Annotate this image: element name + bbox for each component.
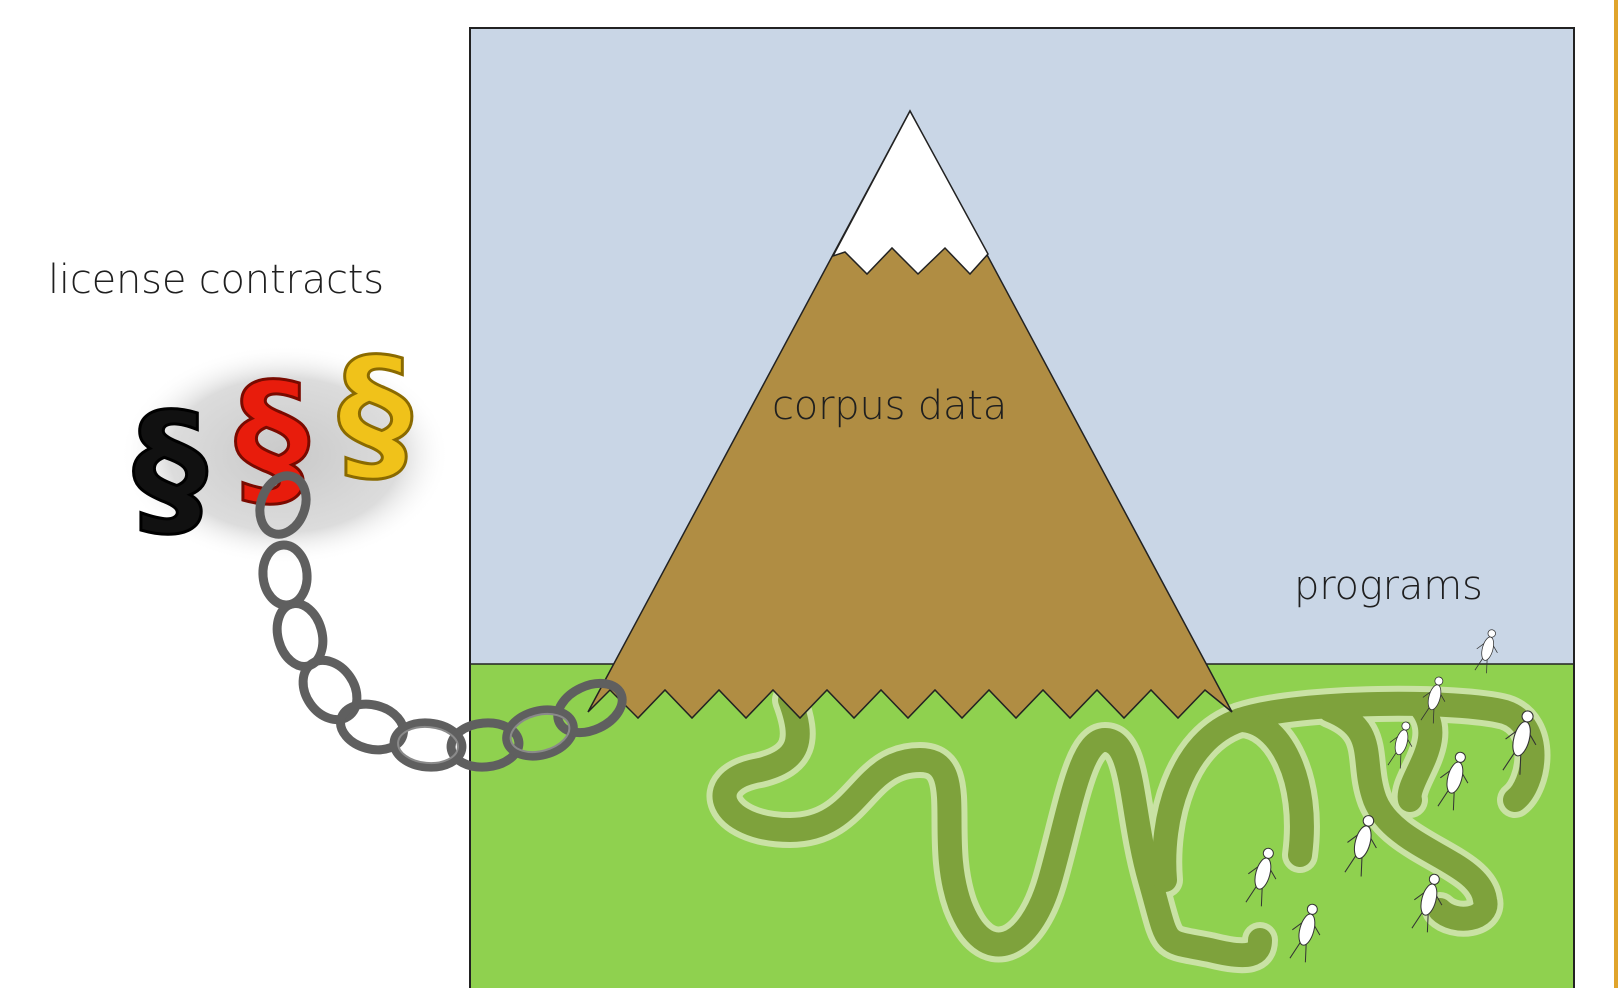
snow-cap — [831, 109, 989, 276]
person-icon — [1420, 676, 1446, 724]
corpus-data-label: corpus data — [772, 383, 1008, 429]
person-icon — [1344, 815, 1377, 877]
person-icon — [1437, 751, 1469, 811]
chain-icon — [255, 471, 627, 772]
license-contracts-label: license contracts — [48, 257, 384, 303]
license-symbols: § § § — [120, 326, 450, 565]
mountain — [587, 109, 1233, 720]
walkers-group — [1245, 629, 1537, 963]
person-icon — [1387, 721, 1413, 769]
person-icon — [1411, 873, 1443, 933]
person-icon — [1245, 847, 1277, 907]
frame-border — [469, 27, 1575, 988]
symbols-shadow — [120, 345, 450, 565]
chain-highlight — [397, 712, 571, 765]
person-icon — [1289, 903, 1321, 963]
paragraph-sign-icon-yellow: § — [338, 327, 413, 501]
programs-label: programs — [1294, 563, 1483, 609]
person-icon — [1474, 629, 1498, 674]
paragraph-sign-icon-red: § — [235, 352, 310, 526]
person-icon — [1502, 710, 1537, 775]
right-accent-border — [1614, 0, 1618, 988]
paths-network — [706, 682, 1551, 974]
paragraph-sign-icon-black: § — [133, 382, 208, 556]
